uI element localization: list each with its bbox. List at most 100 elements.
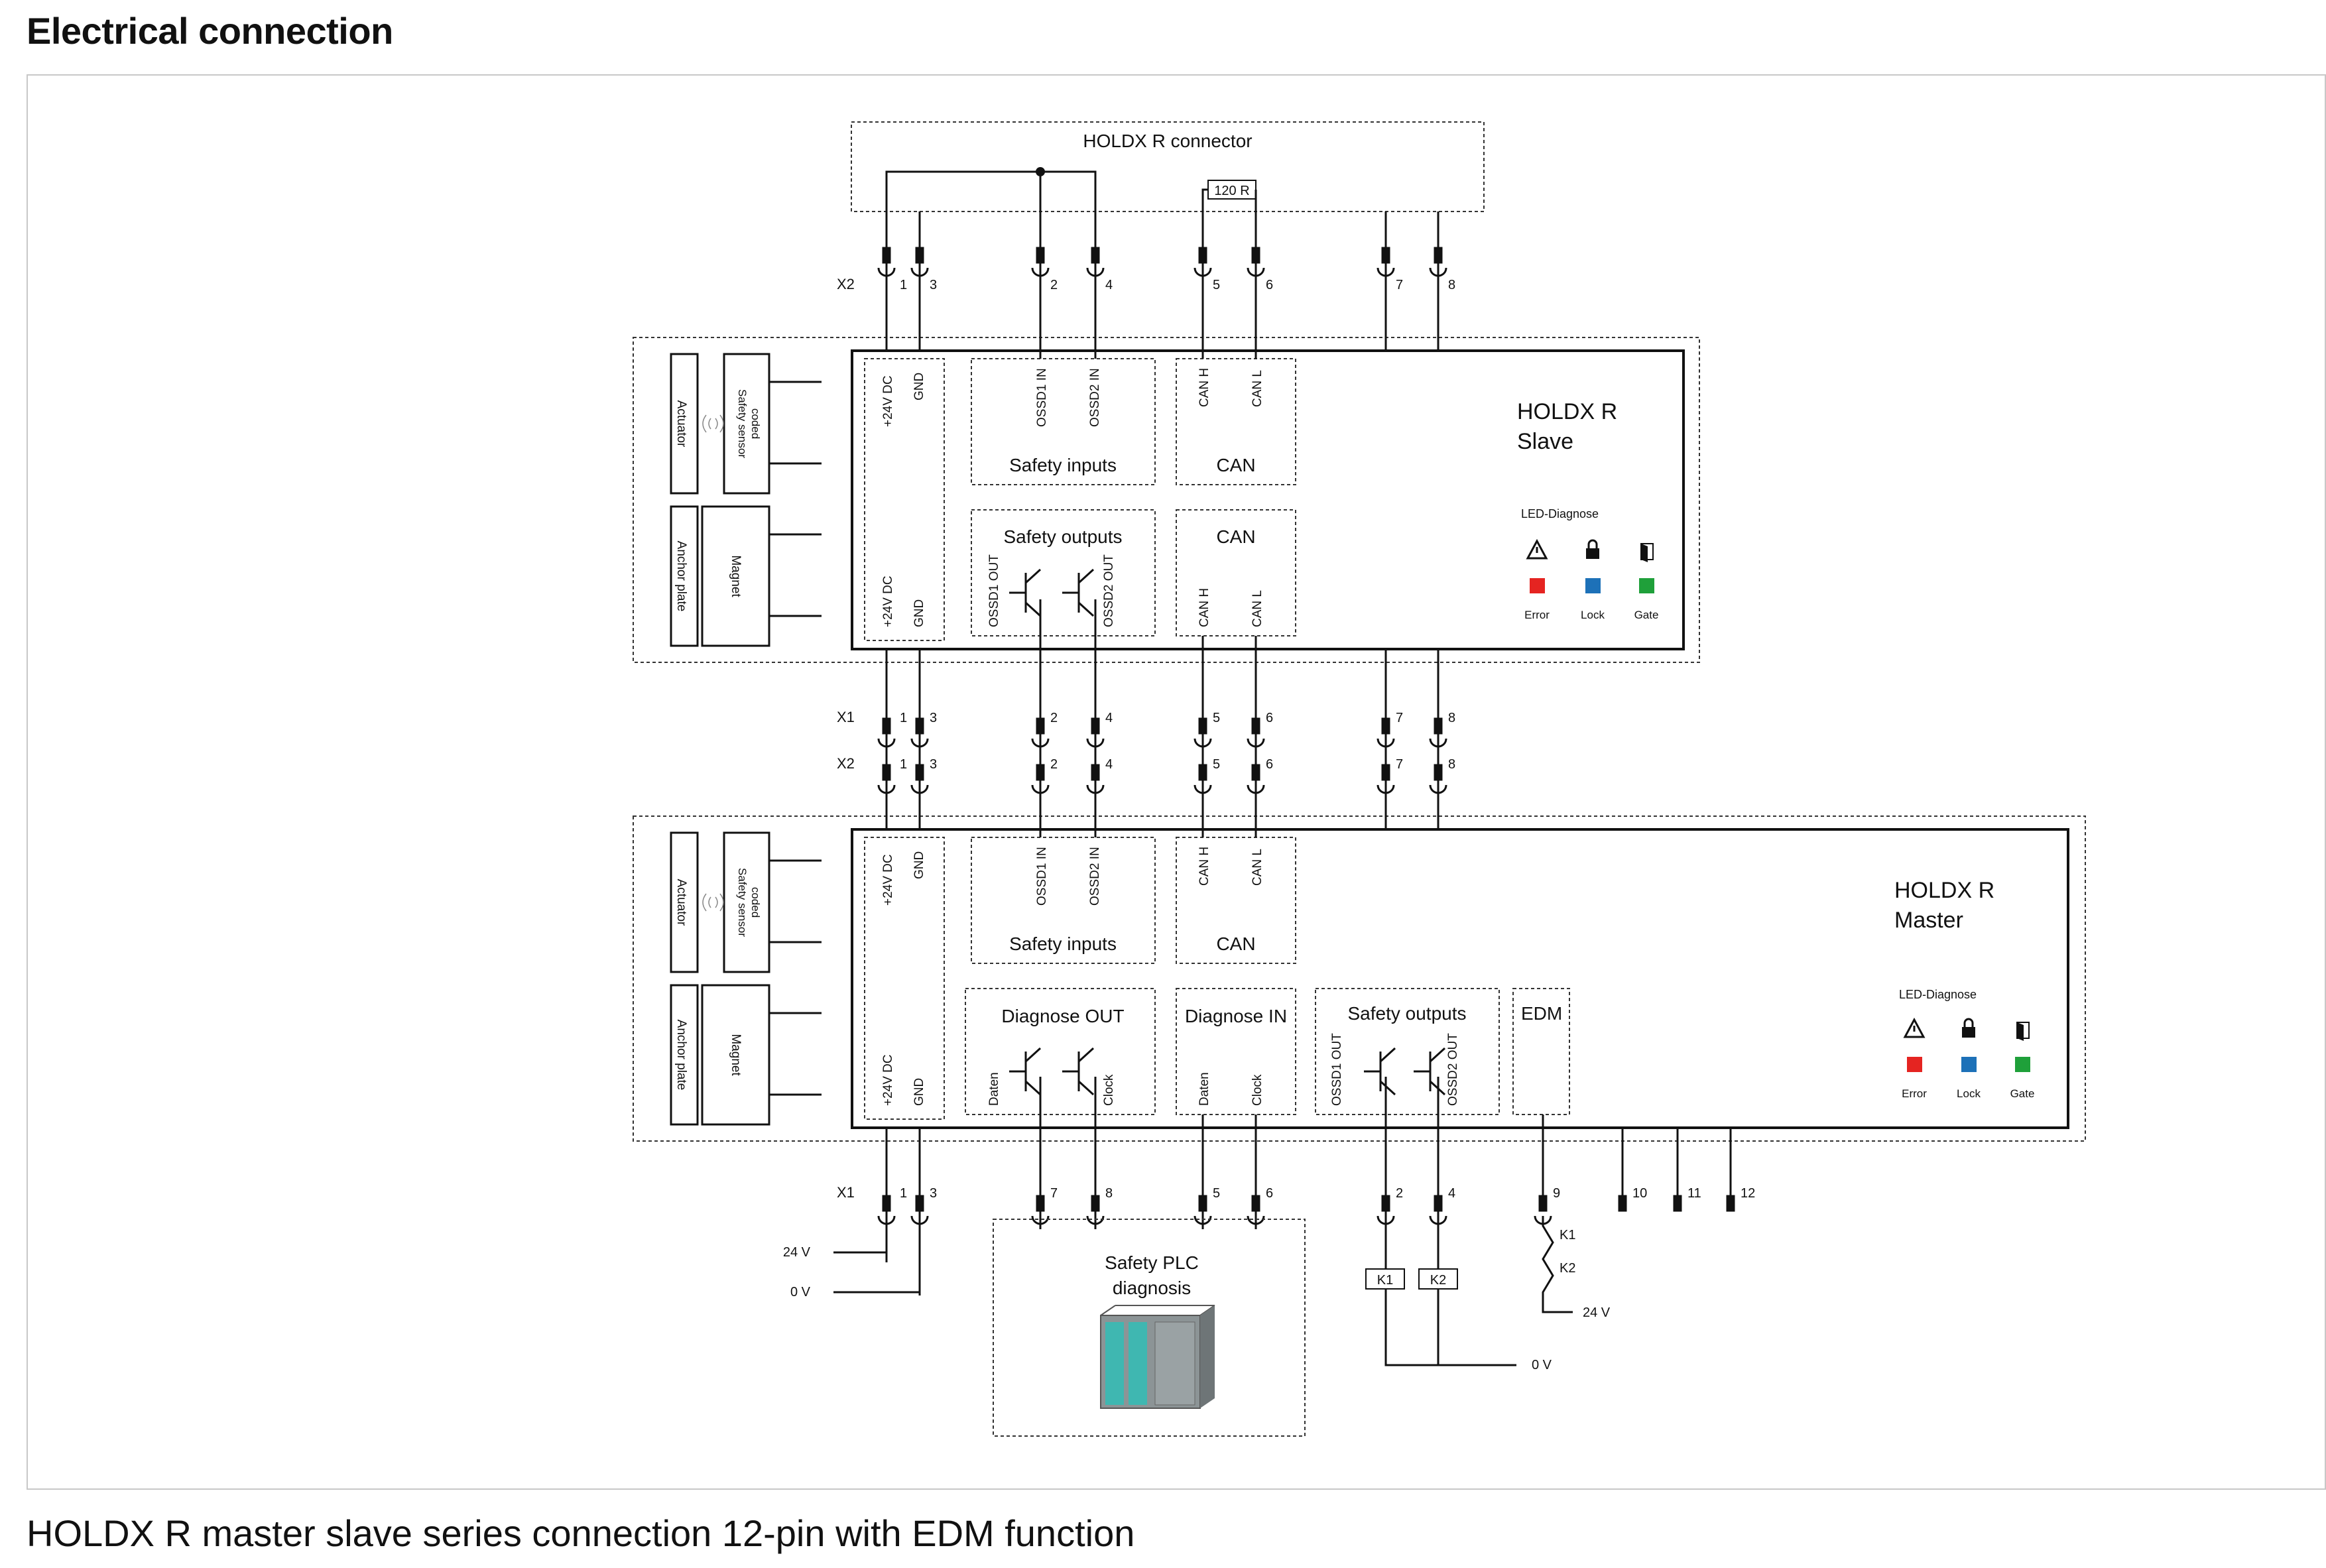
pin-number: 3: [930, 711, 937, 725]
slave-ossd2-in: OSSD2 IN: [1088, 368, 1102, 427]
external-wiring: 24 V 0 V Safety PLC diagnosis K1 K2 0 V …: [783, 1216, 1611, 1437]
pin-number: 4: [1448, 1186, 1455, 1201]
pin-number: 10: [1632, 1186, 1647, 1201]
slave-unit: HOLDX R Slave +24V DC GND +24V DC GND OS…: [633, 337, 1700, 663]
slave-can-label: CAN: [1216, 455, 1255, 475]
slave-transistor-2: [1062, 568, 1095, 617]
master-led-title: LED-Diagnose: [1899, 988, 1977, 1001]
door-icon: [2016, 1022, 2030, 1041]
slave-safety-inputs: Safety inputs: [1009, 455, 1117, 475]
pin-number: 2: [1050, 757, 1058, 772]
slave-can-h: CAN H: [1197, 368, 1211, 407]
master-actuator: Actuator: [674, 879, 688, 926]
master-unit: HOLDX R Master +24V DC GND +24V DC GND O…: [633, 815, 2086, 1142]
pin-number: 4: [1105, 278, 1113, 292]
warning-icon: [1903, 1017, 1926, 1038]
resistor-label: 120 R: [1214, 184, 1249, 198]
pin-number: 6: [1266, 1186, 1273, 1201]
slave-24v-bottom: +24V DC: [881, 575, 895, 627]
warning-icon: [1526, 538, 1548, 560]
master-daten-in: Daten: [1197, 1072, 1211, 1106]
pin-number: 5: [1213, 711, 1220, 725]
pin-number: 7: [1396, 757, 1403, 772]
pin-number: 12: [1741, 1186, 1755, 1201]
slave-can-l: CAN L: [1251, 370, 1264, 407]
master-sensor-1: Safety sensor: [736, 868, 749, 937]
master-led-lock: [1961, 1057, 1977, 1072]
master-safety-inputs: Safety inputs: [1009, 934, 1117, 954]
slave-led-lock-label: Lock: [1581, 609, 1605, 621]
slave-ossd2-out: OSSD2 OUT: [1102, 554, 1116, 627]
master-can-l: CAN L: [1251, 849, 1264, 886]
master-transistor-4: [1414, 1047, 1446, 1096]
diagram-caption: HOLDX R master slave series connection 1…: [27, 1512, 1135, 1554]
slave-led-gate: [1639, 578, 1654, 593]
slave-can-h-2: CAN H: [1197, 588, 1211, 627]
slave-name-1: HOLDX R: [1517, 399, 1617, 424]
coil-k1: K1: [1377, 1273, 1393, 1288]
pin-number: 8: [1105, 1186, 1113, 1201]
master-daten-out: Daten: [987, 1072, 1001, 1106]
master-led-error-label: Error: [1902, 1087, 1927, 1100]
slave-gnd-bottom: GND: [912, 599, 926, 627]
master-diagnose-in: Diagnose IN: [1185, 1006, 1287, 1026]
supply-0v: 0 V: [790, 1285, 811, 1299]
edm-k1: K1: [1560, 1228, 1575, 1242]
master-diagnose-out: Diagnose OUT: [1001, 1006, 1124, 1026]
pin-number: 1: [900, 757, 907, 772]
connector-x-label: X1: [837, 709, 855, 725]
slave-24v-top: +24V DC: [881, 375, 895, 427]
plc-title-2: diagnosis: [1113, 1278, 1191, 1298]
connector-x-label: X2: [837, 276, 855, 292]
wiring-diagram: HOLDX R connector 120 R HOLDX R Slave +2…: [633, 121, 2086, 1437]
slave-led-error-label: Error: [1524, 609, 1550, 621]
master-led-lock-label: Lock: [1957, 1087, 1981, 1100]
pin-number: 2: [1396, 1186, 1403, 1201]
pin-number: 4: [1105, 711, 1113, 725]
slave-name-2: Slave: [1517, 429, 1573, 454]
pin-number: 3: [930, 757, 937, 772]
pin-number: 8: [1448, 757, 1455, 772]
pin-number: 5: [1213, 1186, 1220, 1201]
pin-sockets: [877, 247, 1735, 1225]
master-clock-out: Clock: [1102, 1074, 1116, 1106]
slave-can-l-2: CAN L: [1251, 590, 1264, 627]
master-transistor-1: [1009, 1047, 1042, 1096]
slave-anchor-plate: Anchor plate: [674, 541, 688, 612]
master-24v-bottom: +24V DC: [881, 1054, 895, 1106]
pin-number: 1: [900, 1186, 907, 1201]
holdx-connector: HOLDX R connector 120 R: [851, 121, 1485, 251]
x-labels: X2 X1 X2 X1: [837, 276, 855, 1201]
master-clock-in: Clock: [1251, 1074, 1264, 1106]
edm-24v: 24 V: [1583, 1305, 1611, 1320]
master-sensor-2: coded: [749, 887, 762, 918]
master-ossd2-in: OSSD2 IN: [1088, 847, 1102, 906]
master-can-h: CAN H: [1197, 847, 1211, 886]
connector-x-label: X1: [837, 1184, 855, 1201]
master-name-2: Master: [1894, 908, 1963, 933]
master-transistor-2: [1062, 1047, 1095, 1096]
master-can-label: CAN: [1216, 934, 1255, 954]
plc-icon: [1100, 1305, 1215, 1409]
pin-number: 6: [1266, 278, 1273, 292]
slave-can-label-2: CAN: [1216, 526, 1255, 547]
pin-number: 7: [1050, 1186, 1058, 1201]
slave-actuator: Actuator: [674, 400, 688, 448]
slave-transistor-1: [1009, 568, 1042, 617]
slave-safety-outputs: Safety outputs: [1003, 526, 1122, 547]
master-gnd-top: GND: [912, 851, 926, 879]
door-icon: [1640, 543, 1654, 562]
slave-ossd1-out: OSSD1 OUT: [987, 554, 1001, 627]
supply-24v: 24 V: [783, 1245, 811, 1260]
master-magnet: Magnet: [729, 1034, 743, 1076]
pin-number: 4: [1105, 757, 1113, 772]
master-safety-outputs: Safety outputs: [1347, 1003, 1466, 1024]
lock-icon: [1962, 1018, 1975, 1038]
slave-led-title: LED-Diagnose: [1521, 507, 1599, 520]
connector-x-label: X2: [837, 755, 855, 772]
master-led-error: [1907, 1057, 1922, 1072]
pin-number: 3: [930, 278, 937, 292]
slave-sensor-1: Safety sensor: [736, 389, 749, 458]
coil-k2: K2: [1430, 1273, 1446, 1288]
slave-ossd1-in: OSSD1 IN: [1035, 368, 1049, 427]
